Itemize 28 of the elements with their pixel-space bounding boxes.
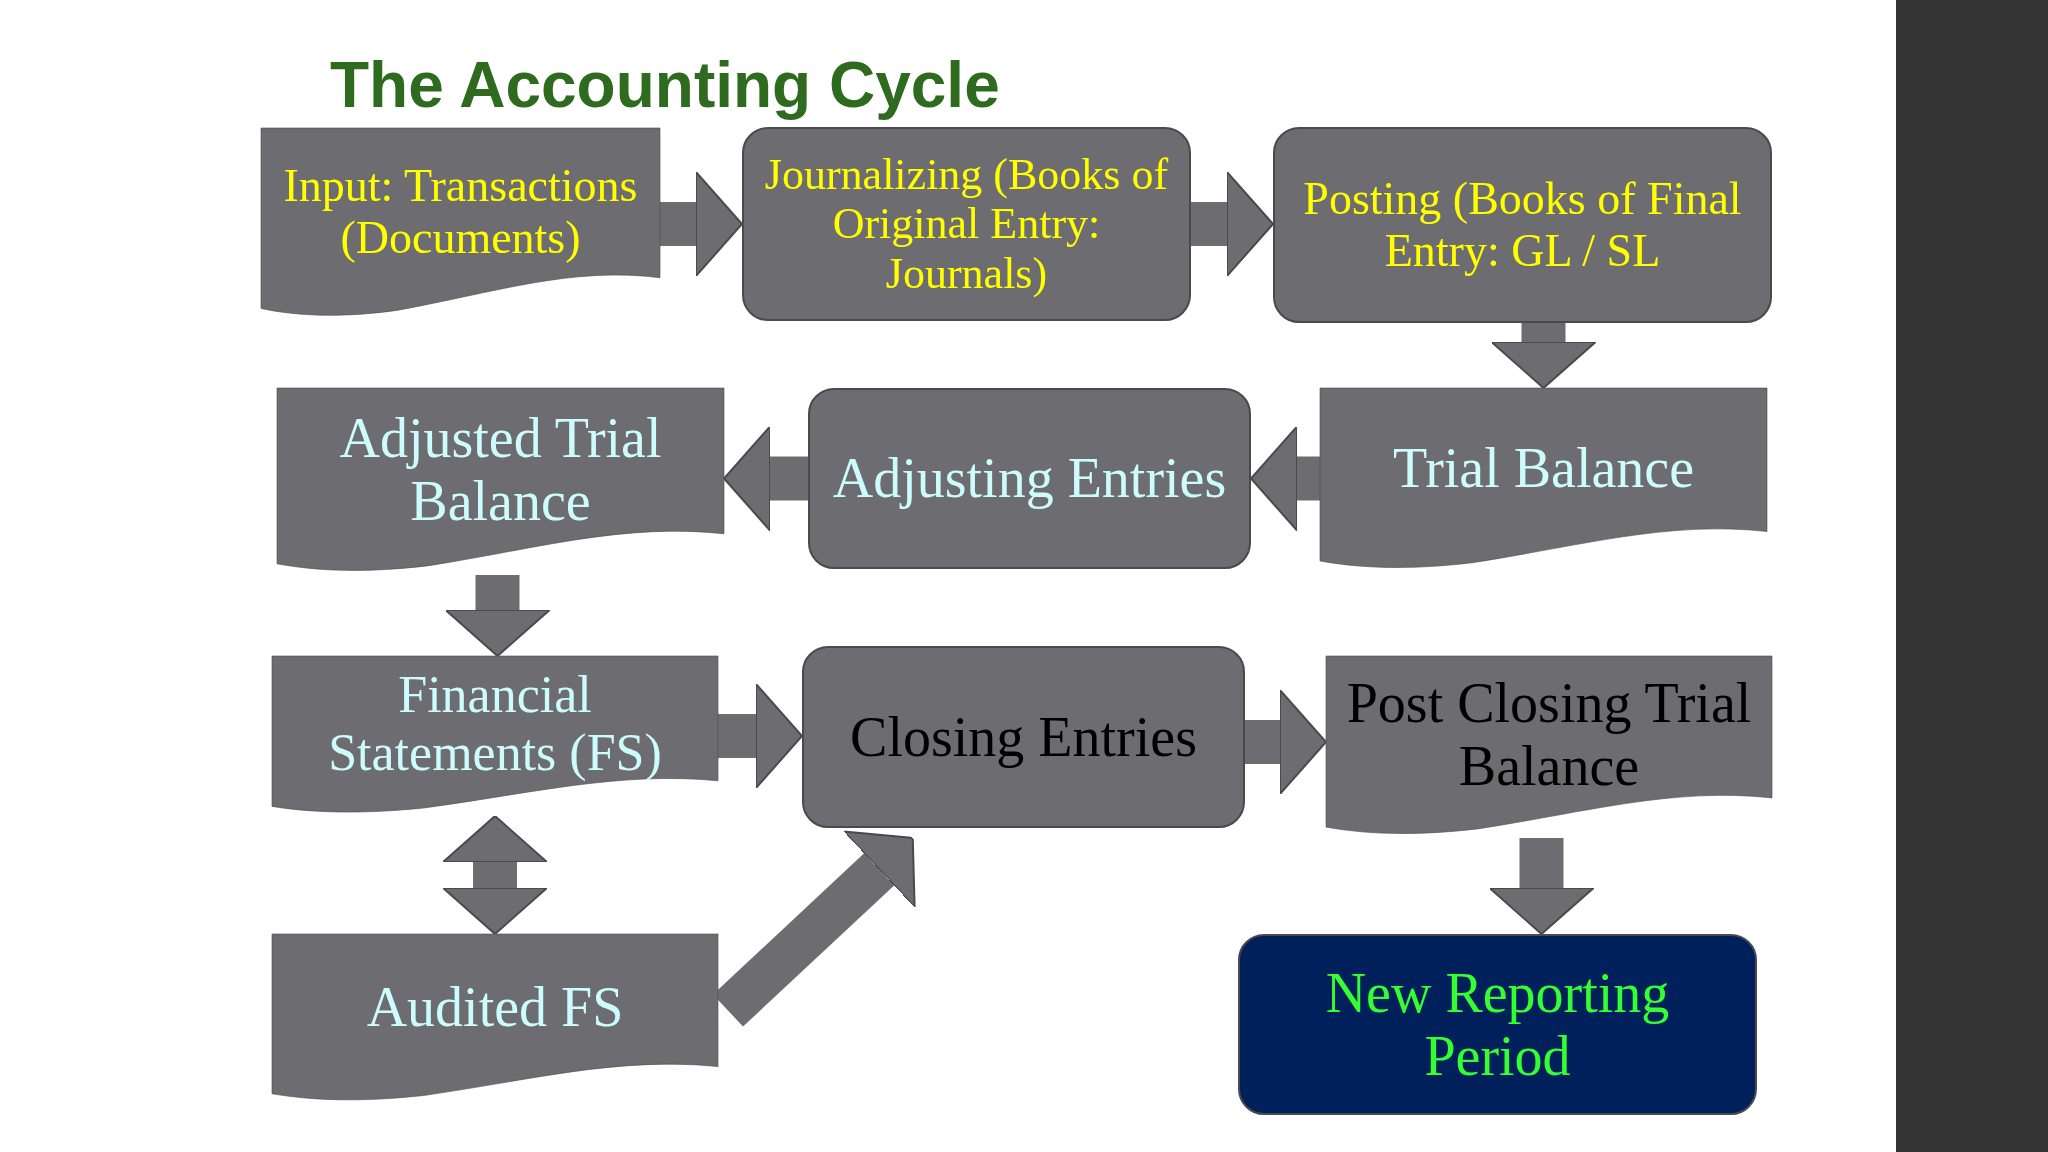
process-box: [742, 127, 1191, 321]
node-label: Trial Balance: [1392, 436, 1695, 500]
document-shape: [272, 656, 718, 816]
block-arrow: [444, 575, 551, 657]
block-arrow: [442, 815, 548, 935]
block-arrow: [723, 425, 808, 532]
node-label: Adjusted Trial Balance: [338, 406, 663, 533]
block-arrow: [718, 683, 803, 789]
process-box: [1273, 127, 1772, 323]
node-label: Financial Statements (FS): [327, 665, 663, 783]
diagram-title: The Accounting Cycle: [330, 48, 1000, 122]
process-box: [808, 388, 1251, 569]
block-arrow: [1245, 689, 1327, 795]
node-label: Adjusting Entries: [832, 447, 1227, 510]
block-arrow: [660, 171, 743, 277]
node-label: Posting (Books of Final Entry: GL / SL: [1302, 173, 1743, 277]
block-arrow: [1488, 838, 1595, 935]
node-label: Audited FS: [366, 975, 624, 1039]
terminal-box: [1238, 934, 1757, 1115]
block-arrow: [1191, 171, 1274, 277]
node-label: New Reporting Period: [1324, 961, 1671, 1088]
block-arrow: [1250, 425, 1320, 532]
block-arrow: [1490, 323, 1597, 389]
node-label: Post Closing Trial Balance: [1345, 672, 1753, 798]
node-label: Input: Transactions (Documents): [282, 160, 639, 264]
node-label: Journalizing (Books of Original Entry: Journals): [763, 150, 1170, 298]
process-box: [802, 646, 1245, 828]
node-label: Closing Entries: [850, 705, 1197, 769]
